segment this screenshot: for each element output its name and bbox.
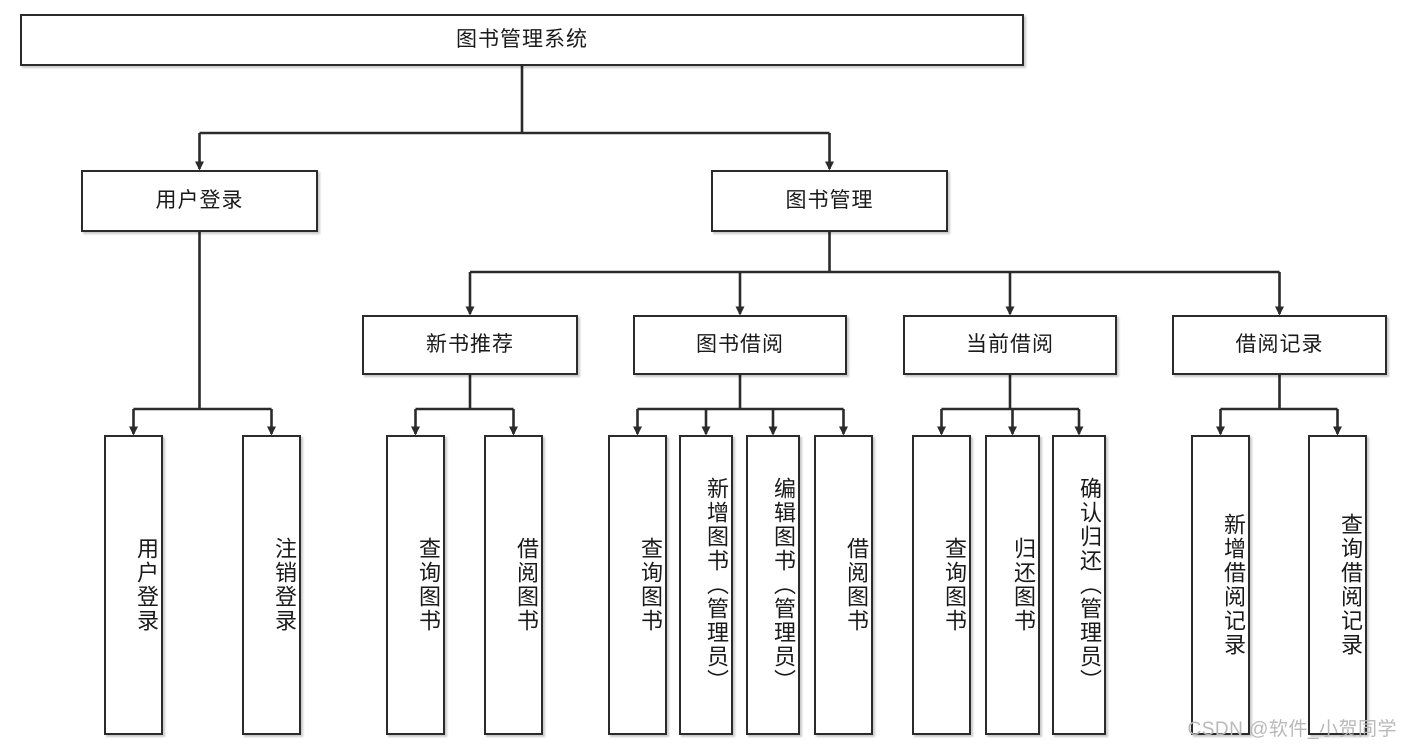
node-label: 新增图书（管理员） <box>704 477 729 693</box>
node-borrow-record[interactable]: 借阅记录 <box>1172 315 1387 375</box>
node-new-book-rec[interactable]: 新书推荐 <box>362 315 578 375</box>
node-leaf-logout[interactable]: 注销登录 <box>242 435 301 735</box>
node-label: 查询借阅记录 <box>1338 513 1363 657</box>
node-label: 新书推荐 <box>426 333 514 357</box>
node-label: 编辑图书（管理员） <box>771 477 796 693</box>
node-label: 确认归还（管理员） <box>1077 477 1102 693</box>
node-label: 查询图书 <box>942 537 967 633</box>
node-label: 图书管理 <box>785 189 874 213</box>
node-leaf-edit-book[interactable]: 编辑图书（管理员） <box>746 435 800 735</box>
node-label: 用户登录 <box>134 537 159 633</box>
node-book-manage[interactable]: 图书管理 <box>711 170 948 232</box>
node-user-login[interactable]: 用户登录 <box>81 170 318 232</box>
node-label: 图书借阅 <box>696 333 784 357</box>
node-current-borrow[interactable]: 当前借阅 <box>903 315 1117 375</box>
node-leaf-add-record[interactable]: 新增借阅记录 <box>1191 435 1250 735</box>
node-leaf-borrow-book-2[interactable]: 借阅图书 <box>814 435 873 735</box>
node-label: 注销登录 <box>272 537 297 633</box>
node-leaf-borrow-book-1[interactable]: 借阅图书 <box>484 435 543 735</box>
node-label: 借阅图书 <box>844 537 869 633</box>
node-label: 归还图书 <box>1011 537 1036 633</box>
connector-group <box>129 66 1342 436</box>
node-leaf-return-book[interactable]: 归还图书 <box>985 435 1040 735</box>
node-label: 借阅记录 <box>1235 333 1324 357</box>
node-leaf-query-book-1[interactable]: 查询图书 <box>386 435 445 735</box>
node-leaf-query-book-2[interactable]: 查询图书 <box>608 435 667 735</box>
node-label: 借阅图书 <box>514 537 539 633</box>
node-book-borrow[interactable]: 图书借阅 <box>633 315 847 375</box>
watermark-label: CSDN @软件_小贺同学 <box>1187 719 1397 740</box>
node-leaf-query-book-3[interactable]: 查询图书 <box>912 435 971 735</box>
node-label: 图书管理系统 <box>456 28 588 52</box>
node-label: 用户登录 <box>155 189 244 213</box>
node-leaf-user-login[interactable]: 用户登录 <box>104 435 163 735</box>
node-leaf-confirm-return[interactable]: 确认归还（管理员） <box>1052 435 1106 735</box>
node-root[interactable]: 图书管理系统 <box>20 14 1024 66</box>
node-leaf-query-record[interactable]: 查询借阅记录 <box>1308 435 1367 735</box>
node-label: 当前借阅 <box>966 333 1054 357</box>
node-leaf-add-book[interactable]: 新增图书（管理员） <box>679 435 733 735</box>
node-label: 查询图书 <box>416 537 441 633</box>
node-label: 查询图书 <box>638 537 663 633</box>
node-label: 新增借阅记录 <box>1221 513 1246 657</box>
